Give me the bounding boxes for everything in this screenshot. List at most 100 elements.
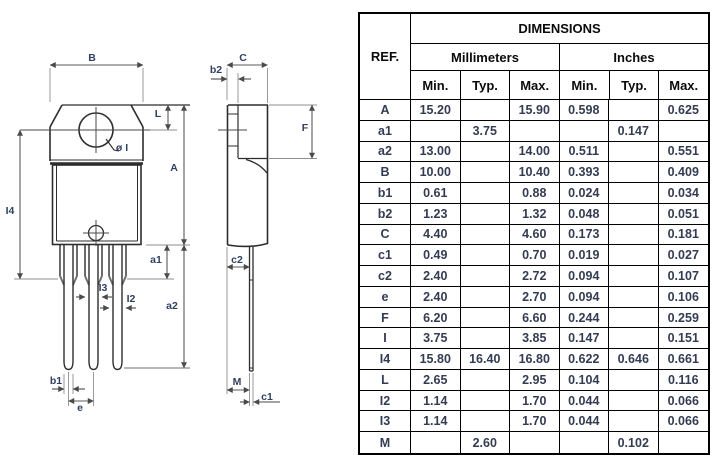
value-cell: 10.00 — [411, 162, 461, 184]
value-cell: 0.661 — [658, 349, 708, 370]
ref-cell: c2 — [360, 266, 411, 287]
value-cell: 1.32 — [510, 203, 560, 225]
value-cell: 2.40 — [411, 266, 461, 287]
value-cell: 1.14 — [411, 390, 461, 412]
value-cell: 0.044 — [559, 411, 609, 433]
value-cell: 0.019 — [559, 245, 609, 267]
value-cell: 0.61 — [411, 183, 461, 204]
dim-label-c2: c2 — [231, 253, 243, 266]
value-cell: 0.625 — [658, 100, 708, 121]
dim-label-B: B — [88, 51, 96, 64]
ref-cell: b2 — [360, 203, 411, 225]
value-cell: 0.034 — [658, 183, 708, 204]
value-cell: 0.107 — [658, 266, 708, 287]
dimensions-table-header: REF. DIMENSIONS Millimeters Inches Min. … — [360, 14, 709, 100]
ref-cell: a2 — [360, 141, 411, 163]
value-cell: 0.044 — [559, 390, 609, 412]
value-cell — [609, 369, 659, 391]
dim-label-hole-diameter: ø I — [115, 141, 129, 154]
value-cell — [460, 224, 510, 246]
dim-label-L: L — [154, 107, 162, 120]
value-cell: 6.60 — [510, 307, 560, 329]
side-view-outline — [226, 104, 269, 248]
value-cell — [609, 266, 659, 287]
value-cell: 0.151 — [658, 328, 708, 350]
value-cell — [609, 411, 659, 433]
value-cell — [411, 432, 461, 454]
dim-label-e: e — [77, 401, 83, 414]
dim-label-a2: a2 — [166, 299, 178, 312]
value-cell — [460, 162, 510, 184]
value-cell — [460, 328, 510, 350]
value-cell — [609, 245, 659, 267]
value-cell: 0.116 — [658, 370, 708, 391]
ref-cell: L — [360, 369, 411, 391]
value-cell — [460, 390, 510, 412]
ref-cell: I2 — [360, 390, 411, 412]
value-cell: 0.147 — [609, 120, 659, 142]
dim-label-I2: I2 — [126, 292, 136, 305]
value-cell — [460, 266, 510, 287]
dim-label-I3: I3 — [98, 281, 108, 294]
ref-cell: I4 — [360, 349, 411, 370]
value-cell — [609, 162, 659, 184]
dim-label-c1: c1 — [261, 390, 273, 403]
value-cell: 0.048 — [559, 203, 609, 225]
ref-cell: c1 — [360, 245, 411, 267]
value-cell — [460, 245, 510, 267]
value-cell: 15.80 — [411, 349, 461, 370]
ref-cell: C — [360, 224, 411, 246]
side-view-lead — [248, 247, 254, 372]
hole-diameter-leader — [105, 138, 120, 152]
value-cell — [460, 183, 510, 204]
value-cell: 1.70 — [510, 411, 560, 433]
value-cell: 0.066 — [658, 411, 708, 433]
value-cell: 0.551 — [658, 142, 708, 163]
package-drawing: B L A I4 a1 a2 I3 I2 b1 e ø I C b2 F c2 … — [0, 0, 356, 464]
dim-label-b1: b1 — [49, 374, 63, 387]
value-cell: 0.094 — [559, 286, 609, 308]
value-cell: 2.72 — [510, 266, 560, 287]
value-cell: 0.066 — [658, 391, 708, 412]
value-cell: 1.14 — [411, 411, 461, 433]
ref-cell: e — [360, 286, 411, 308]
dim-label-a1: a1 — [150, 253, 162, 266]
value-cell — [411, 120, 461, 142]
value-cell: 0.244 — [559, 307, 609, 329]
ref-cell: F — [360, 307, 411, 329]
value-cell: 16.40 — [460, 349, 510, 370]
value-cell: 0.024 — [559, 183, 609, 204]
front-view-leads — [59, 244, 127, 371]
ref-cell: A — [360, 100, 411, 121]
value-cell: 2.65 — [411, 369, 461, 391]
ref-cell: B — [360, 162, 411, 184]
value-cell: 4.60 — [510, 224, 560, 246]
value-cell — [658, 121, 708, 142]
value-cell: 3.85 — [510, 328, 560, 350]
value-cell — [510, 432, 560, 454]
col-header-mm-typ: Typ. — [460, 71, 511, 100]
value-cell — [560, 432, 609, 454]
value-cell — [609, 307, 659, 329]
value-cell: 4.40 — [411, 224, 461, 246]
centerlines — [20, 107, 153, 246]
value-cell — [609, 328, 659, 350]
value-cell: 0.409 — [658, 162, 708, 184]
value-cell — [460, 411, 510, 433]
value-cell: 13.00 — [411, 141, 461, 163]
